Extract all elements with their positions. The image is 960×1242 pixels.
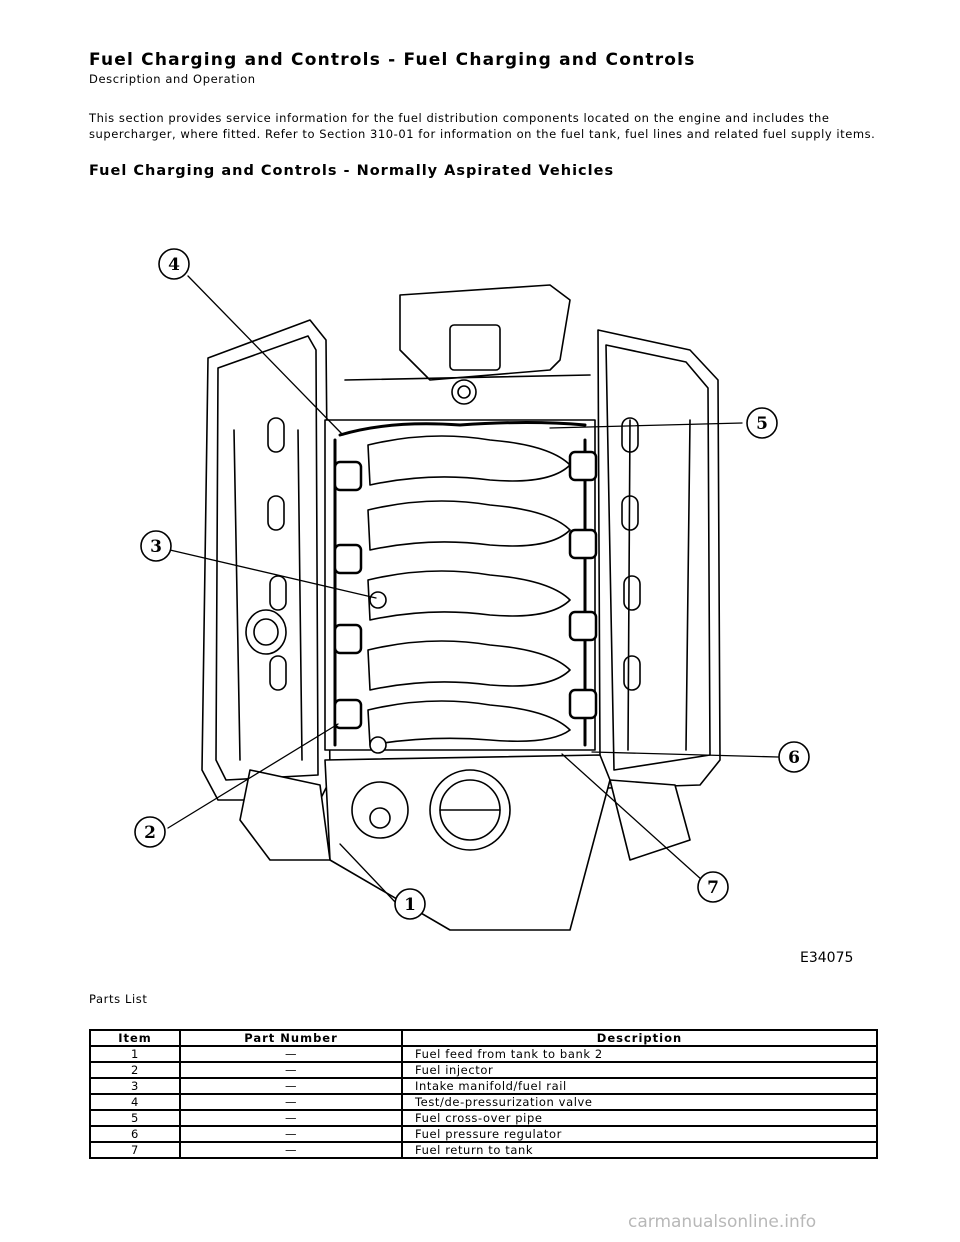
part-number-cell: — [179, 1109, 403, 1127]
item-cell: 6 [89, 1125, 181, 1143]
callout-balloons [134, 248, 810, 920]
callout-leaders [167, 275, 779, 904]
parts-table: Item Part Number Description 1 — Fuel fe… [89, 1029, 878, 1159]
description-cell: Fuel cross-over pipe [401, 1109, 878, 1127]
callout-6: 6 [788, 748, 800, 768]
engine-diagram: 4 5 3 2 6 7 1 E34075 [130, 240, 860, 980]
item-cell: 7 [89, 1141, 181, 1159]
right-cam-cover [597, 329, 721, 789]
table-row: 2 — Fuel injector [89, 1061, 878, 1079]
callout-4: 4 [168, 255, 180, 275]
table-row: 6 — Fuel pressure regulator [89, 1125, 878, 1143]
part-number-cell: — [179, 1077, 403, 1095]
page-subtitle: Description and Operation [89, 72, 256, 86]
description-cell: Fuel return to tank [401, 1141, 878, 1159]
header-part-number: Part Number [179, 1029, 403, 1047]
callout-3: 3 [150, 537, 162, 557]
parts-list-caption: Parts List [89, 992, 148, 1006]
item-cell: 2 [89, 1061, 181, 1079]
description-cell: Fuel injector [401, 1061, 878, 1079]
intro-paragraph: This section provides service informatio… [89, 111, 876, 141]
table-row: 3 — Intake manifold/fuel rail [89, 1077, 878, 1095]
header-item: Item [89, 1029, 181, 1047]
table-row: 1 — Fuel feed from tank to bank 2 [89, 1045, 878, 1063]
figure-ref: E34075 [800, 950, 853, 966]
table-header-row: Item Part Number Description [89, 1029, 878, 1047]
header-description: Description [401, 1029, 878, 1047]
table-row: 5 — Fuel cross-over pipe [89, 1109, 878, 1127]
item-cell: 5 [89, 1109, 181, 1127]
item-cell: 1 [89, 1045, 181, 1063]
left-cam-cover [201, 319, 331, 801]
item-cell: 3 [89, 1077, 181, 1095]
upper-air-intake [344, 284, 591, 405]
page-title: Fuel Charging and Controls - Fuel Chargi… [89, 50, 696, 70]
callout-5: 5 [756, 414, 768, 434]
table-row: 4 — Test/de-pressurization valve [89, 1093, 878, 1111]
description-cell: Fuel pressure regulator [401, 1125, 878, 1143]
description-cell: Fuel feed from tank to bank 2 [401, 1045, 878, 1063]
table-row: 7 — Fuel return to tank [89, 1141, 878, 1159]
callout-7: 7 [707, 878, 719, 898]
item-cell: 4 [89, 1093, 181, 1111]
section-heading: Fuel Charging and Controls - Normally As… [89, 163, 615, 179]
throttle-body [239, 754, 691, 931]
part-number-cell: — [179, 1061, 403, 1079]
part-number-cell: — [179, 1093, 403, 1111]
part-number-cell: — [179, 1141, 403, 1159]
intake-manifold [324, 419, 598, 754]
part-number-cell: — [179, 1125, 403, 1143]
fuel-crossover-pipe [338, 421, 587, 437]
part-number-cell: — [179, 1045, 403, 1063]
callout-2: 2 [144, 823, 156, 843]
description-cell: Test/de-pressurization valve [401, 1093, 878, 1111]
callout-1: 1 [404, 895, 416, 915]
description-cell: Intake manifold/fuel rail [401, 1077, 878, 1095]
watermark: carmanualsonline.info [628, 1212, 817, 1232]
